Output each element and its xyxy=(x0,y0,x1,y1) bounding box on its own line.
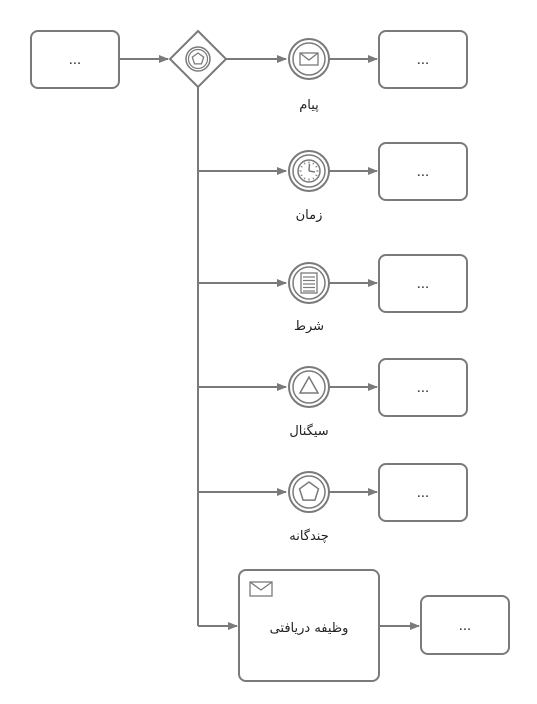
multiple-target-task[interactable]: ... xyxy=(378,463,468,522)
message-event-label: پیام xyxy=(299,98,319,113)
message-target-task[interactable]: ... xyxy=(378,30,468,89)
document-lines-icon xyxy=(300,272,318,294)
branch-receive-task: وظیفه دریافتی ... xyxy=(198,569,510,682)
timer-event-label: زمان xyxy=(296,208,323,223)
envelope-icon xyxy=(299,52,319,66)
message-catch-event[interactable] xyxy=(288,38,330,80)
signal-event-label: سیگنال xyxy=(289,423,328,439)
branch-message: پیام ... xyxy=(226,30,468,113)
multiple-target-label: ... xyxy=(417,486,429,501)
conditional-catch-event[interactable] xyxy=(288,262,330,304)
pentagon-icon xyxy=(298,481,320,501)
timer-catch-event[interactable] xyxy=(288,150,330,192)
conditional-event-label: شرط xyxy=(294,319,324,334)
start-task[interactable]: ... xyxy=(30,30,120,89)
timer-target-task[interactable]: ... xyxy=(378,142,468,201)
signal-target-label: ... xyxy=(417,381,429,396)
triangle-icon xyxy=(298,375,320,394)
signal-catch-event[interactable] xyxy=(288,366,330,408)
conditional-target-label: ... xyxy=(417,277,429,292)
branch-timer: زمان ... xyxy=(198,142,468,223)
clock-icon xyxy=(297,159,321,183)
envelope-icon xyxy=(249,581,273,597)
branch-multiple: چندگانه ... xyxy=(198,463,468,544)
message-target-label: ... xyxy=(417,53,429,68)
receive-task-label: وظیفه دریافتی xyxy=(270,621,349,636)
conditional-target-task[interactable]: ... xyxy=(378,254,468,313)
multiple-catch-event[interactable] xyxy=(288,471,330,513)
multiple-event-label: چندگانه xyxy=(289,528,329,544)
timer-target-label: ... xyxy=(417,165,429,180)
receive-task[interactable]: وظیفه دریافتی xyxy=(238,569,380,682)
signal-target-task[interactable]: ... xyxy=(378,358,468,417)
event-based-gateway[interactable] xyxy=(168,29,228,89)
receive-target-task[interactable]: ... xyxy=(420,595,510,655)
pentagon-icon xyxy=(191,52,205,65)
start-task-label: ... xyxy=(69,53,81,68)
receive-target-label: ... xyxy=(459,619,471,634)
branch-signal: سیگنال ... xyxy=(198,358,468,439)
branch-conditional: شرط ... xyxy=(198,254,468,334)
